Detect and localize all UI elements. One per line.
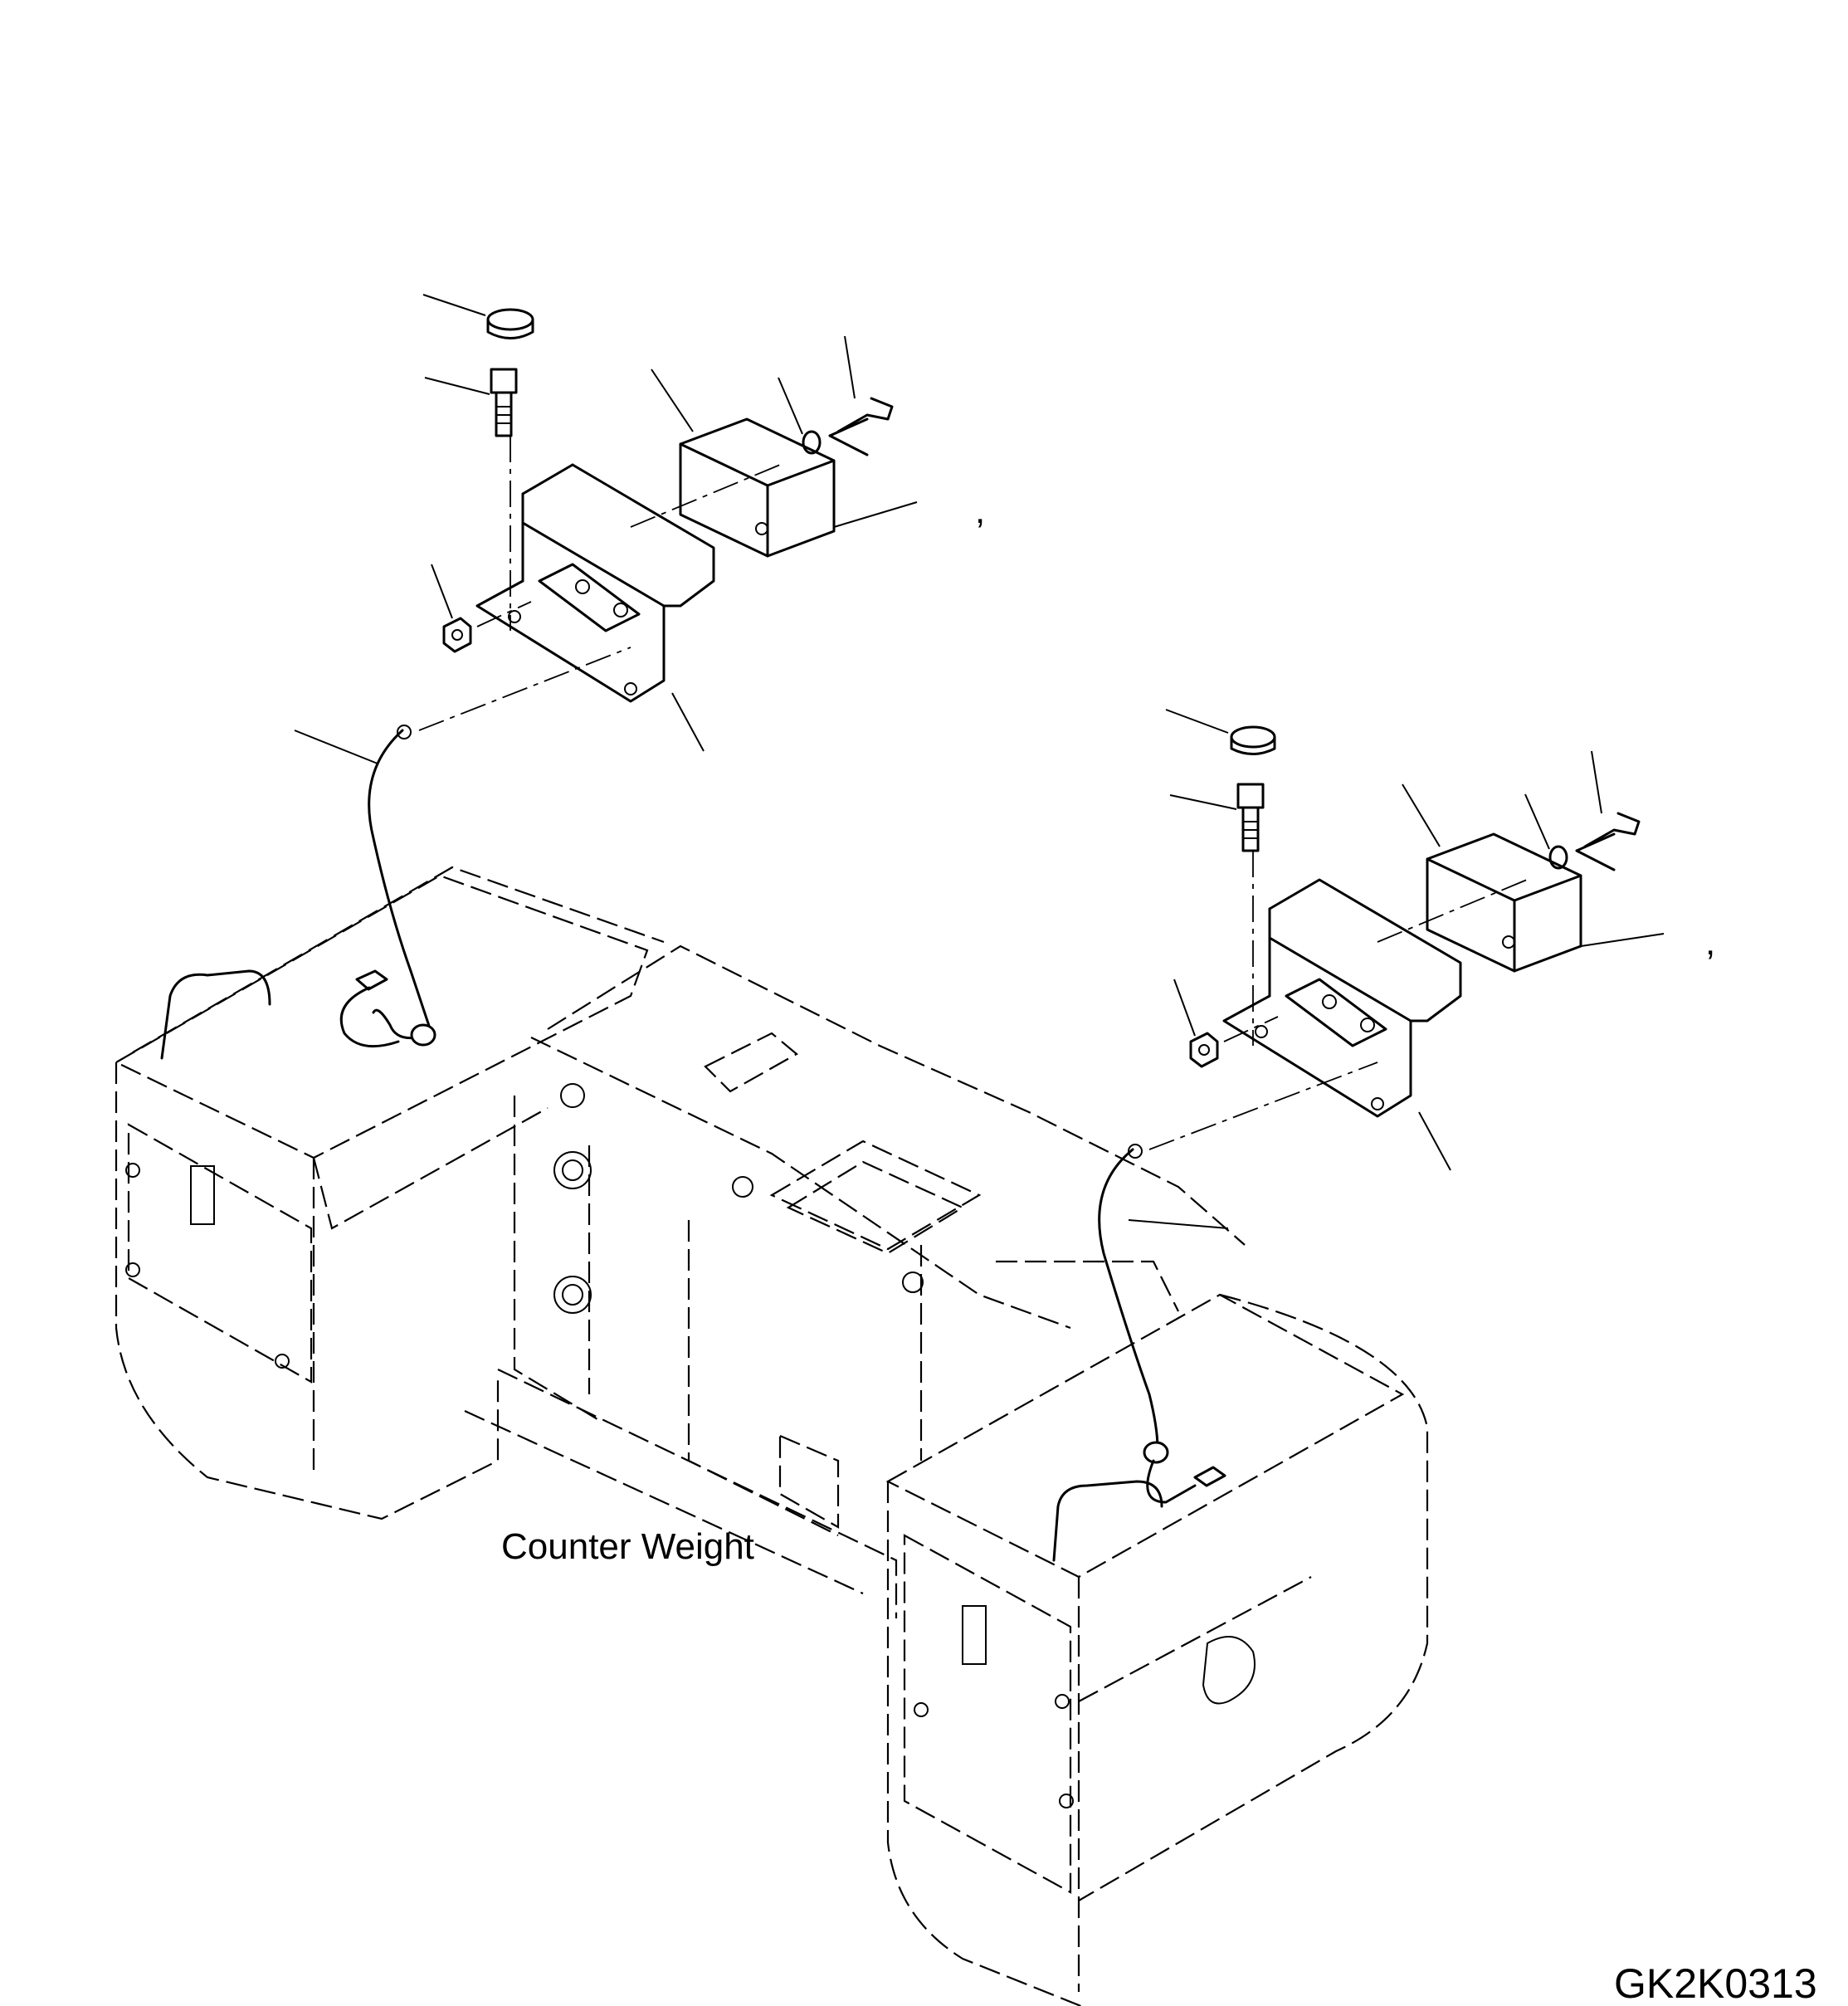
right-lamp-assembly [1098, 709, 1665, 1504]
drawing-number: GK2K0313 [1614, 1960, 1817, 2006]
comma-mark-left: , [975, 491, 985, 531]
left-lamp-assembly [294, 294, 918, 1048]
counterweight-label: Counter Weight [501, 1526, 754, 1567]
counterweight-body [114, 866, 1429, 2006]
comma-mark-right: , [1705, 922, 1715, 963]
